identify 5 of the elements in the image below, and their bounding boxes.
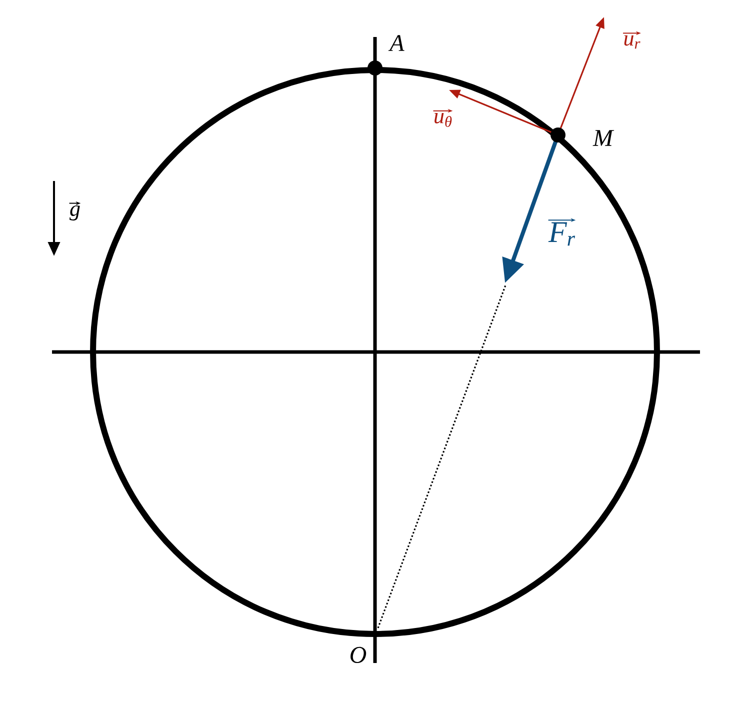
point-dot [368,60,382,76]
vector-label: O [350,646,366,664]
point-label: M [592,130,614,146]
point-dot [550,128,566,142]
point-label: A [388,35,404,51]
